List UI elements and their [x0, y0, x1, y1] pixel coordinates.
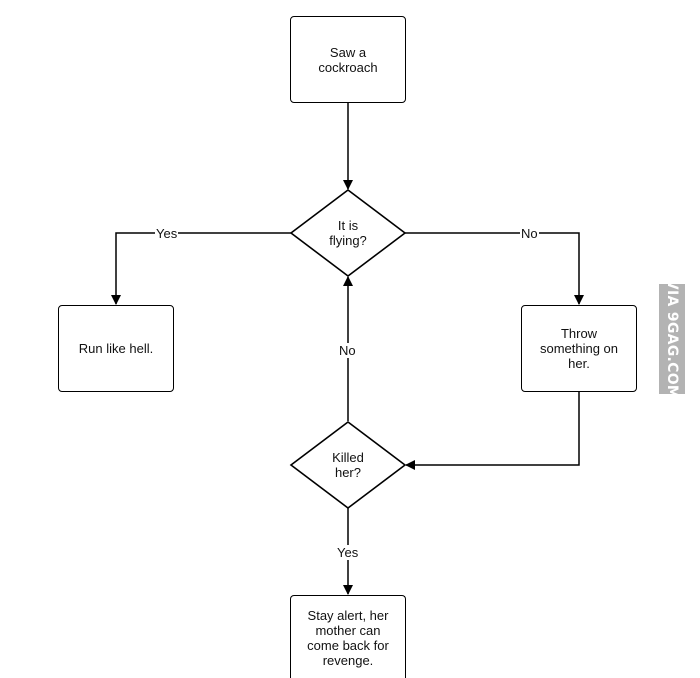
node-flying-decision-label: It is flying? [329, 218, 367, 248]
edge-flying-yes-to-run [111, 232, 291, 305]
node-end-label: Stay alert, her mother can come back for… [307, 608, 389, 668]
edge-label-flying-yes: Yes [155, 226, 179, 241]
node-run: Run like hell. [58, 305, 174, 392]
node-end: Stay alert, her mother can come back for… [290, 595, 406, 678]
edge-label-killed-yes: Yes [336, 545, 360, 560]
edge-flying-no-to-throw [405, 232, 584, 305]
decision-flying-shape [289, 188, 407, 278]
edge-label-flying-no: No [520, 226, 539, 241]
node-start: Saw a cockroach [290, 16, 406, 103]
node-run-label: Run like hell. [78, 341, 154, 356]
edge-throw-to-killed [405, 392, 580, 470]
edge-label-killed-no: No [338, 343, 357, 358]
watermark-badge: VIA 9GAG.COM [659, 279, 685, 399]
node-throw: Throw something on her. [521, 305, 637, 392]
watermark-text: VIA 9GAG.COM [664, 278, 680, 400]
node-killed-decision-label: Killed her? [332, 450, 364, 480]
decision-killed-shape [289, 420, 407, 510]
node-throw-label: Throw something on her. [539, 326, 619, 371]
node-start-label: Saw a cockroach [318, 44, 378, 75]
